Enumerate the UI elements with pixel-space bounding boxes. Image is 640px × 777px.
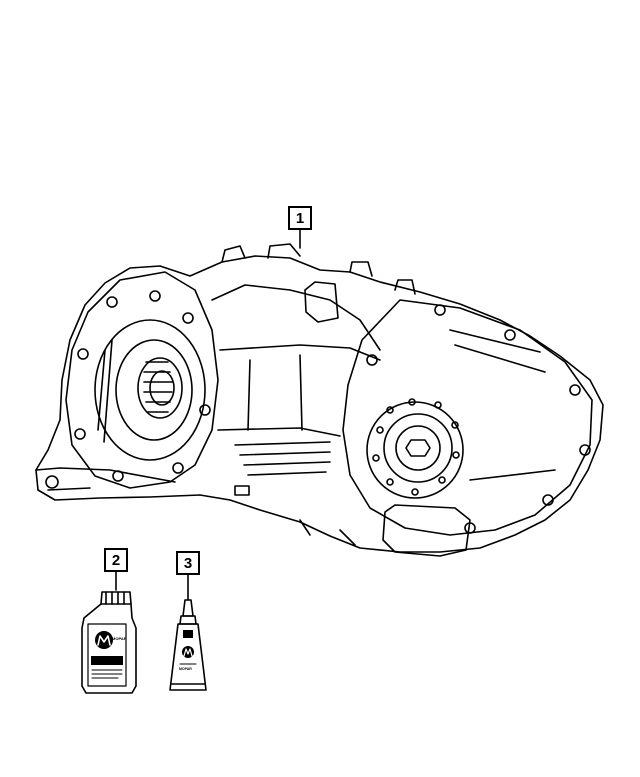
bottle-outline	[81, 603, 137, 694]
mopar-logo-icon	[95, 631, 113, 649]
bottle-label	[87, 623, 127, 687]
sealant-tube-drawing	[169, 574, 207, 691]
tube-brand-text: MOPAR	[179, 667, 192, 671]
mopar-logo-icon-tube	[182, 646, 194, 658]
callout-3: 3	[176, 551, 200, 575]
bottle-brand-text: MOPAR	[112, 636, 127, 641]
callout-1: 1	[288, 206, 312, 230]
fluid-bottle-drawing	[81, 571, 137, 694]
callout-2: 2	[104, 548, 128, 572]
tube-outline	[169, 623, 207, 691]
transfer-case-outline	[35, 255, 604, 553]
transfer-case-drawing	[35, 229, 604, 557]
